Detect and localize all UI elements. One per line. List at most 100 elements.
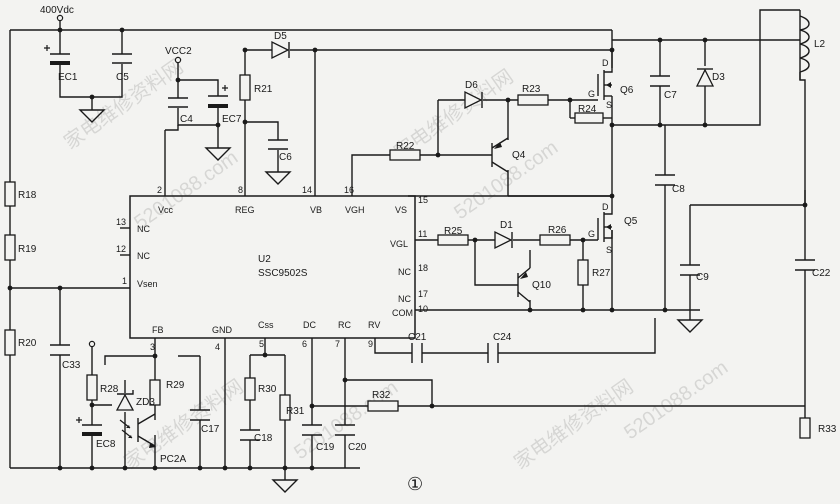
diode-d1 [494, 230, 513, 250]
label-r27: R27 [592, 268, 611, 279]
capacitor-ec7 [208, 85, 228, 108]
transistors [119, 68, 613, 448]
resistor-r26 [539, 234, 571, 246]
watermark-text: 家电维修资料网 [510, 375, 638, 474]
label-c17: C17 [201, 424, 220, 435]
label-c21: C21 [408, 332, 427, 343]
ground-icon [271, 479, 299, 493]
diode-d5 [271, 40, 290, 60]
resistor-r23 [517, 94, 549, 106]
watermark-text: 5201088.com [130, 147, 242, 235]
label-vcc2: VCC2 [165, 46, 192, 57]
capacitor-c4 [168, 97, 188, 108]
pin-name-com: COM [392, 308, 413, 318]
resistor-r20 [4, 329, 16, 356]
pin-number: 17 [418, 289, 428, 299]
pin-name-nc13: NC [137, 224, 150, 234]
pin-name-gnd: GND [212, 325, 233, 335]
label-c4: C4 [180, 114, 193, 125]
pin-number: 7 [335, 339, 340, 349]
ground-icon [264, 171, 292, 185]
pin-name-css: Css [258, 320, 274, 330]
pin-number: 16 [344, 185, 354, 195]
label-q4: Q4 [512, 150, 526, 161]
label-r26: R26 [548, 225, 567, 236]
pin-name-nc17: NC [398, 294, 411, 304]
label-ec8: EC8 [96, 439, 116, 450]
resistor-r24 [574, 112, 604, 124]
pin-number: 3 [150, 342, 155, 352]
label-c6-upper: C6 [279, 152, 292, 163]
label-d-q5: D [602, 202, 609, 212]
ic-part: SSC9502S [258, 268, 308, 279]
diode-d3 [695, 68, 715, 87]
label-s5: S [606, 245, 612, 255]
label-q5: Q5 [624, 216, 638, 227]
label-d1: D1 [500, 220, 513, 231]
label-d6: D6 [465, 80, 478, 91]
label-d-q6: D [602, 58, 609, 68]
pin-number: 10 [418, 304, 428, 314]
resistor-r19 [4, 234, 16, 261]
label-r20: R20 [18, 338, 37, 349]
label-ec7: EC7 [222, 114, 242, 125]
label-s6: S [606, 100, 612, 110]
ground-icon [204, 147, 232, 161]
mosfet-q6 [597, 68, 613, 100]
pin-name-nc18: NC [398, 267, 411, 277]
pin-name-reg: REG [235, 205, 255, 215]
pin-name-nc12: NC [137, 251, 150, 261]
label-g5: G [588, 229, 595, 239]
pin-name-fb: FB [152, 325, 164, 335]
pin-number: 14 [302, 185, 312, 195]
pin-name-vb: VB [310, 205, 322, 215]
label-c18: C18 [254, 433, 273, 444]
label-r29: R29 [166, 380, 185, 391]
resistor-r22 [389, 149, 421, 161]
label-r30: R30 [258, 384, 277, 395]
capacitor-c7 [650, 75, 670, 87]
pin-number: 2 [157, 185, 162, 195]
capacitor-ec1 [44, 45, 70, 65]
label-r25: R25 [444, 226, 463, 237]
pin-number: 15 [418, 195, 428, 205]
label-l2: L2 [814, 39, 826, 50]
zener-zd3 [115, 390, 135, 411]
capacitor-c6-upper [268, 139, 288, 150]
pin-number: 5 [259, 339, 264, 349]
pin-name-vs: VS [395, 205, 407, 215]
label-d5: D5 [274, 31, 287, 42]
pin-number: 18 [418, 263, 428, 273]
label-r24: R24 [578, 104, 597, 115]
capacitor-c20 [335, 424, 355, 436]
ground-symbols [78, 109, 704, 493]
resistor-r32 [367, 400, 399, 412]
label-d3: D3 [712, 72, 725, 83]
label-r32: R32 [372, 390, 391, 401]
ic-ref: U2 [258, 254, 271, 265]
label-c33: C33 [62, 360, 81, 371]
terminals [56, 14, 182, 348]
label-zd3: ZD3 [136, 397, 155, 408]
label-r19: R19 [18, 244, 37, 255]
pin-number: 11 [418, 229, 427, 239]
pin-number: 9 [368, 339, 373, 349]
junction-dots [7, 27, 808, 471]
capacitor-c21 [411, 343, 423, 363]
watermark-text: 5201088.com [450, 137, 562, 225]
label-r22: R22 [396, 141, 415, 152]
label-r28: R28 [100, 384, 119, 395]
capacitor-c24 [487, 343, 499, 363]
capacitors [44, 45, 815, 441]
diodes [115, 40, 715, 411]
capacitor-c33 [50, 344, 70, 356]
label-c20: C20 [348, 442, 367, 453]
inductor-l2 [799, 15, 810, 125]
pin-name-vgh: VGH [345, 205, 365, 215]
label-pc2a: PC2A [160, 454, 186, 465]
label-r31: R31 [286, 406, 305, 417]
watermark-text: 家电维修资料网 [60, 55, 188, 154]
label-ec1: EC1 [58, 72, 78, 83]
pin-number: 12 [116, 244, 126, 254]
